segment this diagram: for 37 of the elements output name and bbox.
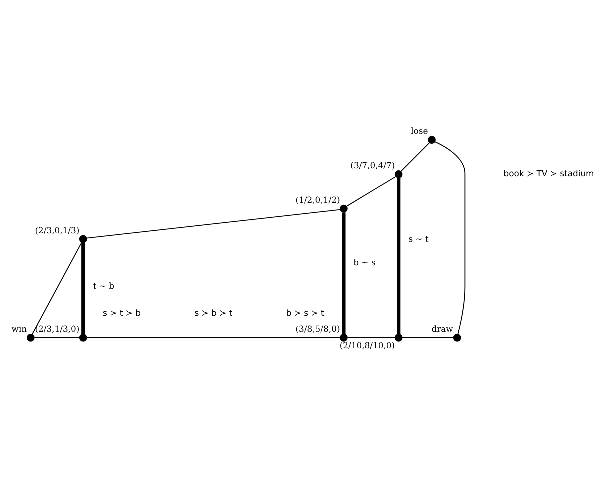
connector (86, 208, 341, 238)
node-label: lose (411, 126, 428, 136)
node-circle (340, 204, 348, 212)
node-circle (453, 334, 462, 342)
connector (397, 178, 401, 334)
node-label: (2/10,8/10,0) (340, 340, 396, 350)
node-label: (2/3,1/3,0) (35, 324, 80, 334)
node-label: win (12, 324, 28, 334)
label: book ≻ TV ≻ stadium (504, 168, 594, 178)
connector (346, 176, 396, 206)
node-circle (79, 234, 88, 243)
connector (32, 242, 82, 334)
node-circle (26, 334, 35, 342)
label: s ≻ b ≻ t (194, 308, 233, 318)
edge-label: s ∼ t (408, 233, 429, 244)
connector (402, 336, 454, 338)
connector (34, 336, 80, 338)
node-circle (340, 334, 348, 342)
edge-label: b ∼ s (354, 256, 376, 267)
node-circle (428, 136, 436, 144)
label: s ≻ t ≻ b (103, 308, 141, 318)
node-circle (79, 334, 88, 342)
edge-label: t ∼ b (93, 280, 115, 290)
connector (82, 242, 86, 334)
connector (86, 336, 341, 338)
connector (400, 142, 430, 172)
node-circle (394, 170, 403, 178)
label: b ≻ s ≻ t (286, 308, 324, 318)
connector (342, 212, 346, 334)
node-label: (1/2,0,1/2) (296, 194, 340, 204)
node-circle (394, 334, 403, 342)
node-label: (3/7,0,4/7) (350, 160, 396, 170)
node-label: (2/3,0,1/3) (35, 224, 80, 235)
connector (434, 141, 466, 334)
node-label: (3/8,5/8,0) (296, 324, 340, 334)
node-label: draw (432, 324, 454, 334)
connector (347, 336, 396, 338)
